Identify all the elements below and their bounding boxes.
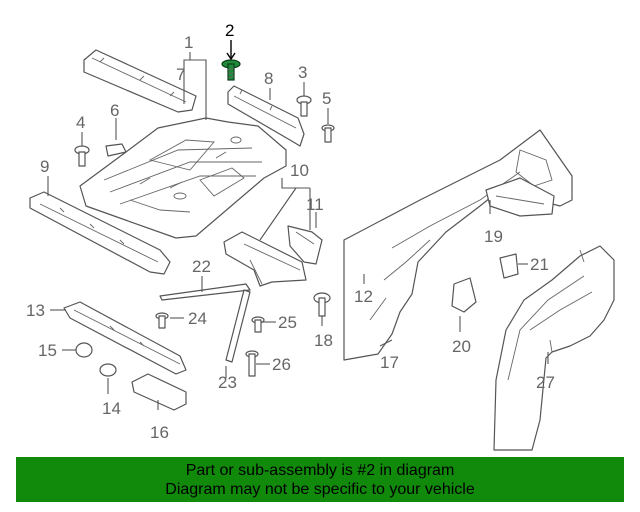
callout-18: 18 <box>314 331 333 350</box>
callout-21: 21 <box>530 255 549 274</box>
callout-7: 7 <box>176 65 185 84</box>
callout-12: 12 <box>354 287 373 306</box>
callout-13: 13 <box>26 301 45 320</box>
part-10-center-brace[interactable] <box>223 231 307 287</box>
part-13-lower-rail[interactable] <box>63 301 187 375</box>
callout-19: 19 <box>484 227 503 246</box>
part-24-bolt[interactable] <box>155 312 169 329</box>
callout-20: 20 <box>452 337 471 356</box>
part-5-stud[interactable] <box>321 124 335 143</box>
callout-15: 15 <box>38 341 57 360</box>
callout-9: 9 <box>40 157 49 176</box>
part-22-brace-rod[interactable] <box>159 283 251 301</box>
callout-14: 14 <box>102 399 121 418</box>
part-2-bolt[interactable] <box>221 59 241 81</box>
part-27-inner-wheelhouse[interactable] <box>493 245 615 451</box>
callout-1: 1 <box>184 33 193 52</box>
part-6-clip[interactable] <box>105 143 127 157</box>
part-8-bracket[interactable] <box>227 85 305 147</box>
part-21-clip[interactable] <box>499 253 519 279</box>
leader-lines <box>47 40 549 410</box>
part-4-bolt[interactable] <box>74 145 90 167</box>
callout-17: 17 <box>380 353 399 372</box>
part-16-sill-plate[interactable] <box>131 373 187 411</box>
banner-line-disclaimer: Diagram may not be specific to your vehi… <box>165 481 475 498</box>
callout-3: 3 <box>298 63 307 82</box>
callout-8: 8 <box>264 69 273 88</box>
part-15-grommet[interactable] <box>75 342 93 358</box>
callout-27: 27 <box>536 373 555 392</box>
part-25-bolt[interactable] <box>251 316 265 333</box>
part-18-bolt[interactable] <box>313 292 331 317</box>
part-11-bracket[interactable] <box>287 225 323 265</box>
part-3-bolt[interactable] <box>296 95 312 117</box>
part-26-bolt[interactable] <box>245 350 259 377</box>
callout-24: 24 <box>188 309 207 328</box>
banner-line-part-number: Part or sub-assembly is #2 in diagram <box>185 462 455 479</box>
part-23-brace-rod[interactable] <box>225 289 251 363</box>
callout-10: 10 <box>290 161 309 180</box>
callout-26: 26 <box>272 355 291 374</box>
callout-labels: 1 2 3 4 5 6 7 8 9 10 11 12 13 14 15 16 1… <box>26 21 555 442</box>
callout-6: 6 <box>110 101 119 120</box>
callout-4: 4 <box>76 113 85 132</box>
highlight-banner: Part or sub-assembly is #2 in diagram Di… <box>16 457 624 502</box>
parts-diagram: 1 2 3 4 5 6 7 8 9 10 11 12 13 14 15 16 1… <box>26 21 615 451</box>
part-7-cross-member[interactable] <box>83 49 197 113</box>
part-14-clip[interactable] <box>99 363 117 377</box>
callout-2: 2 <box>225 21 234 40</box>
part-9-rear-panel[interactable] <box>29 191 171 275</box>
callout-25: 25 <box>278 313 297 332</box>
callout-23: 23 <box>218 373 237 392</box>
part-1-floor-pan[interactable] <box>79 117 287 239</box>
callout-11: 11 <box>306 195 324 214</box>
callout-5: 5 <box>322 89 331 108</box>
callout-16: 16 <box>150 423 169 442</box>
callout-22: 22 <box>192 257 211 276</box>
part-20-bracket[interactable] <box>451 277 477 313</box>
